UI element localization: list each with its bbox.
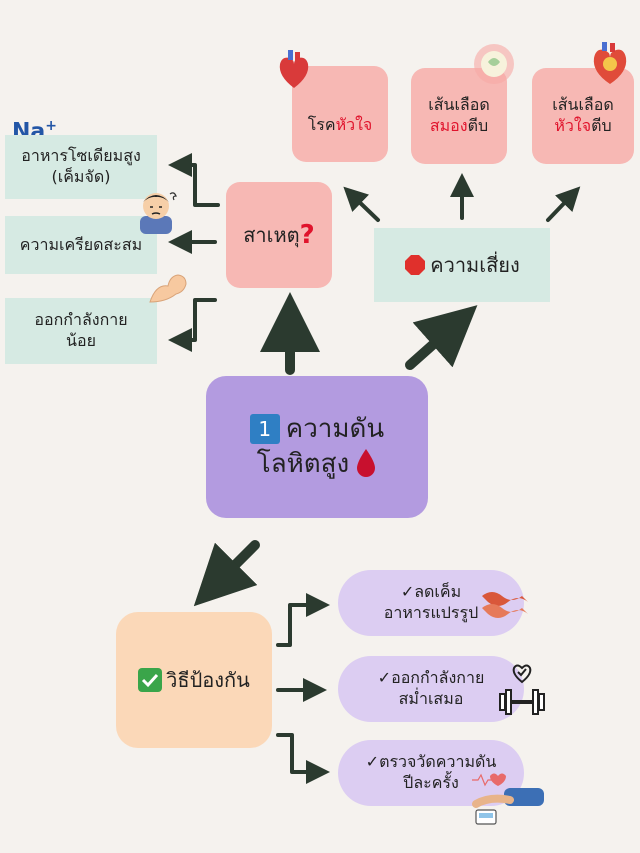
bacon-icon (478, 586, 534, 630)
cause-item-sodium: อาหารโซเดียมสูง (เค็มจัด) (5, 135, 157, 199)
risk-title-box: ความเสี่ยง (374, 228, 550, 302)
prevention-title: วิธีป้องกัน (166, 668, 250, 692)
risk-title: ความเสี่ยง (430, 253, 520, 277)
causes-title: สาเหตุ (243, 223, 300, 247)
risk-item-text: เส้นเลือด (428, 95, 490, 115)
question-mark-icon: ? (299, 220, 315, 250)
cause-item-line: น้อย (66, 331, 96, 350)
prevention-item-line: สม่ำเสมอ (398, 689, 464, 708)
number-badge: 1 (249, 414, 280, 445)
arrow-center-to-risk (405, 305, 478, 370)
stressed-person-icon (132, 188, 180, 238)
prevention-item-line: อาหารแปรรูป (383, 603, 479, 622)
prevention-item-line: ออกกำลังกาย (391, 668, 485, 688)
check-box-icon (138, 668, 163, 692)
check-mark-icon: ✓ (365, 752, 380, 772)
risk-item-text: โรค (307, 114, 336, 134)
check-mark-icon: ✓ (400, 582, 415, 602)
risk-item-highlight: หัวใจ (335, 114, 373, 134)
prevention-item-exercise: ✓ออกกำลังกาย สม่ำเสมอ (338, 656, 524, 722)
risk-item-text: ตีบ (591, 116, 612, 135)
prevention-title-box: วิธีป้องกัน (116, 612, 272, 748)
prevention-item-line: ตรวจวัดความดัน (379, 752, 497, 772)
arrow-risk-3 (546, 186, 581, 222)
risk-item-heart-artery: เส้นเลือด หัวใจตีบ (532, 68, 634, 164)
risk-item-text: ตีบ (467, 116, 489, 135)
arrow-prev-1 (276, 593, 330, 647)
risk-item-heart-disease: โรคหัวใจ (292, 66, 388, 162)
check-mark-icon: ✓ (377, 668, 392, 688)
center-title-line: โลหิตสูง (256, 449, 350, 479)
prevention-item-line: ปีละครั้ง (403, 773, 459, 792)
risk-item-highlight: หัวใจ (554, 116, 592, 135)
arrow-cause-1 (168, 153, 220, 207)
risk-item-text: เส้นเลือด (552, 95, 614, 115)
prevention-item-line: ลดเค็ม (414, 582, 462, 602)
cause-item-line: ออกกำลังกาย (34, 310, 128, 330)
brain-artery-icon (472, 42, 516, 90)
arrow-center-to-prevention (193, 540, 260, 607)
causes-title-box: สาเหตุ ? (226, 182, 332, 288)
heart-artery-icon (588, 42, 632, 90)
arrow-risk-1 (343, 186, 380, 222)
blood-pressure-monitor-icon (470, 770, 548, 830)
cause-item-line: อาหารโซเดียมสูง (21, 146, 141, 166)
dumbbell-heart-icon (494, 660, 550, 720)
cause-item-exercise: ออกกำลังกาย น้อย (5, 298, 157, 364)
flexing-arm-icon (148, 272, 190, 310)
center-title-line: ความดัน (285, 413, 385, 444)
cause-item-line: (เค็มจัด) (51, 167, 111, 186)
heart-organ-icon (276, 50, 312, 94)
center-topic-box: 1 ความดัน โลหิตสูง (206, 376, 428, 518)
arrow-prev-3 (276, 733, 330, 784)
risk-item-highlight: สมอง (429, 116, 468, 135)
cause-item-stress: ความเครียดสะสม (5, 216, 157, 274)
stop-sign-icon (404, 254, 426, 276)
risk-item-brain-artery: เส้นเลือด สมองตีบ (411, 68, 507, 164)
blood-drop-icon (355, 448, 377, 482)
cause-item-line: ความเครียดสะสม (19, 234, 143, 254)
arrow-cause-3 (168, 298, 217, 352)
